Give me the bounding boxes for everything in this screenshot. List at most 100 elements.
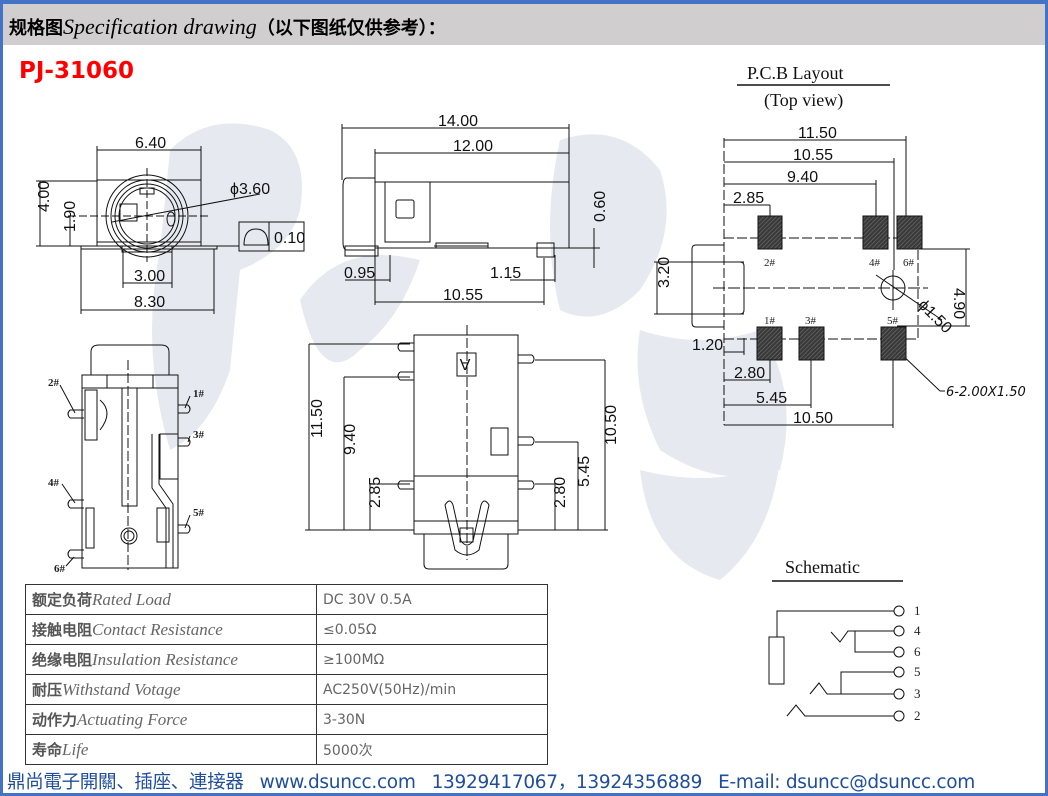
schematic-diagram xyxy=(768,605,905,722)
schematic-terminal-1: 1 xyxy=(914,603,921,618)
schematic-terminal-2: 2 xyxy=(914,708,921,723)
spec-value: DC 30V 0.5A xyxy=(316,584,548,615)
footer-company: 鼎尚電子開關、插座、連接器 xyxy=(7,772,244,793)
cutaway-pin-4: 4# xyxy=(48,477,60,489)
front-dim-diameter: ϕ3.60 xyxy=(230,181,270,198)
spec-value: 5000次 xyxy=(316,734,548,765)
spec-value: ≥100MΩ xyxy=(316,644,548,675)
pcb-pad-1 xyxy=(756,326,783,361)
pcb-pad-label-4: 4# xyxy=(869,257,881,269)
pcb-pad-4 xyxy=(862,215,889,250)
top-dim-2-85: 2.85 xyxy=(367,477,384,508)
watermark-logo xyxy=(152,123,787,580)
pcb-pad-note: 6-2.00X1.50 xyxy=(946,385,1026,400)
cutaway-view xyxy=(59,344,191,570)
spec-label-en: Withstand Votage xyxy=(62,680,181,699)
spec-label-cn: 寿命 xyxy=(32,741,63,759)
spec-row: 耐压Withstand Votage AC250V(50Hz)/min xyxy=(25,674,548,705)
top-view xyxy=(305,325,608,570)
pcb-dim-5-45: 5.45 xyxy=(756,390,787,407)
header-title-note: （以下图纸仅供参考）： xyxy=(256,18,446,39)
top-dim-2-80: 2.80 xyxy=(552,477,569,508)
top-view-mark: A xyxy=(459,355,470,372)
pcb-pad-5 xyxy=(880,326,907,361)
schematic-terminal-3: 3 xyxy=(914,686,921,701)
spec-label-en: Contact Resistance xyxy=(92,620,223,639)
cutaway-pin-1: 1# xyxy=(193,388,205,400)
top-dim-9-40: 9.40 xyxy=(342,424,359,455)
spec-label-cn: 动作力 xyxy=(32,711,78,729)
cutaway-pin-6: 6# xyxy=(54,563,66,575)
header-title-cn: 规格图 xyxy=(9,18,63,39)
header-title-en: Specification drawing xyxy=(63,14,257,39)
pcb-pad-2 xyxy=(757,215,783,250)
spec-row: 动作力Actuating Force 3-30N xyxy=(25,704,548,735)
footer-contact: 鼎尚電子開關、插座、連接器 www.dsuncc.com 13929417067，1… xyxy=(7,768,991,794)
spec-label-en: Life xyxy=(62,740,89,759)
pcb-pad-label-2: 2# xyxy=(764,257,776,269)
pcb-pads xyxy=(756,215,923,361)
spec-table: 额定负荷Rated Load DC 30V 0.5A 接触电阻Contact R… xyxy=(25,584,548,765)
spec-label-en: Insulation Resistance xyxy=(92,650,238,669)
schematic-terminal-6: 6 xyxy=(914,644,921,659)
side-dim-body: 12.00 xyxy=(453,138,493,155)
cutaway-pin-5: 5# xyxy=(193,507,205,519)
pcb-dim-11-50: 11.50 xyxy=(798,125,837,142)
spec-row: 额定负荷Rated Load DC 30V 0.5A xyxy=(25,584,548,615)
pcb-dim-4-90: 4.90 xyxy=(950,288,967,319)
pcb-pad-label-5: 5# xyxy=(887,315,899,327)
pcb-pad-label-6: 6# xyxy=(903,257,915,269)
side-dim-front-offset: 0.95 xyxy=(344,265,375,282)
spec-value: AC250V(50Hz)/min xyxy=(316,674,548,705)
header-title: 规格图Specification drawing（以下图纸仅供参考）： xyxy=(9,14,446,40)
pcb-dim-10-50: 10.50 xyxy=(793,410,833,427)
spec-label-cn: 耐压 xyxy=(32,681,63,699)
top-dim-11-50: 11.50 xyxy=(309,399,326,438)
top-dim-5-45: 5.45 xyxy=(576,456,593,487)
header-bar: 规格图Specification drawing（以下图纸仅供参考）： xyxy=(3,4,1045,45)
pcb-dim-3-20: 3.20 xyxy=(656,257,673,288)
top-dim-10-50: 10.50 xyxy=(603,405,620,445)
spec-label-en: Rated Load xyxy=(92,590,171,609)
pcb-dim-2-85: 2.85 xyxy=(733,190,764,207)
schematic-title: Schematic xyxy=(785,557,860,577)
pcb-pad-label-3: 3# xyxy=(805,315,817,327)
side-dim-lead: 0.60 xyxy=(592,191,609,222)
side-view xyxy=(341,124,600,305)
spec-row: 绝缘电阻Insulation Resistance ≥100MΩ xyxy=(25,644,548,675)
spec-value: ≤0.05Ω xyxy=(316,614,548,645)
model-number: PJ-31060 xyxy=(19,58,134,84)
pcb-dim-2-80: 2.80 xyxy=(734,365,765,382)
pcb-dim-hole: ϕ1.50 xyxy=(914,297,954,337)
spec-row: 寿命Life 5000次 xyxy=(25,734,548,765)
front-dim-inner: 3.00 xyxy=(134,268,165,285)
tolerance-value: 0.10 xyxy=(274,230,305,247)
side-dim-pin-width: 1.15 xyxy=(490,265,521,282)
pcb-pad-label-1: 1# xyxy=(764,315,776,327)
spec-label-en: Actuating Force xyxy=(77,710,188,729)
schematic-terminal-5: 5 xyxy=(914,664,921,679)
cutaway-pin-3: 3# xyxy=(193,429,205,441)
spec-value: 3-30N xyxy=(316,704,548,735)
footer-phones: 13929417067，13924356889 xyxy=(431,772,703,793)
pcb-dim-10-55: 10.55 xyxy=(793,147,833,164)
front-dim-height: 4.00 xyxy=(36,181,53,212)
pcb-dim-1-20: 1.20 xyxy=(692,337,723,354)
side-dim-overall: 14.00 xyxy=(438,113,478,130)
spec-label-cn: 接触电阻 xyxy=(32,621,93,639)
spec-label-cn: 额定负荷 xyxy=(32,591,93,609)
spec-row: 接触电阻Contact Resistance ≤0.05Ω xyxy=(25,614,548,645)
pcb-pad-3 xyxy=(798,326,825,361)
spec-label-cn: 绝缘电阻 xyxy=(32,651,93,669)
footer-email[interactable]: E-mail: dsuncc@dsuncc.com xyxy=(718,772,975,793)
side-dim-pitch: 10.55 xyxy=(443,287,483,304)
schematic-terminal-4: 4 xyxy=(914,623,921,638)
pcb-title: P.C.B Layout xyxy=(747,63,844,83)
front-view xyxy=(36,146,305,314)
footer-website[interactable]: www.dsuncc.com xyxy=(259,772,416,793)
front-dim-center: 1.90 xyxy=(62,201,79,232)
cutaway-pin-2: 2# xyxy=(48,377,60,389)
pcb-pad-6 xyxy=(896,215,923,250)
